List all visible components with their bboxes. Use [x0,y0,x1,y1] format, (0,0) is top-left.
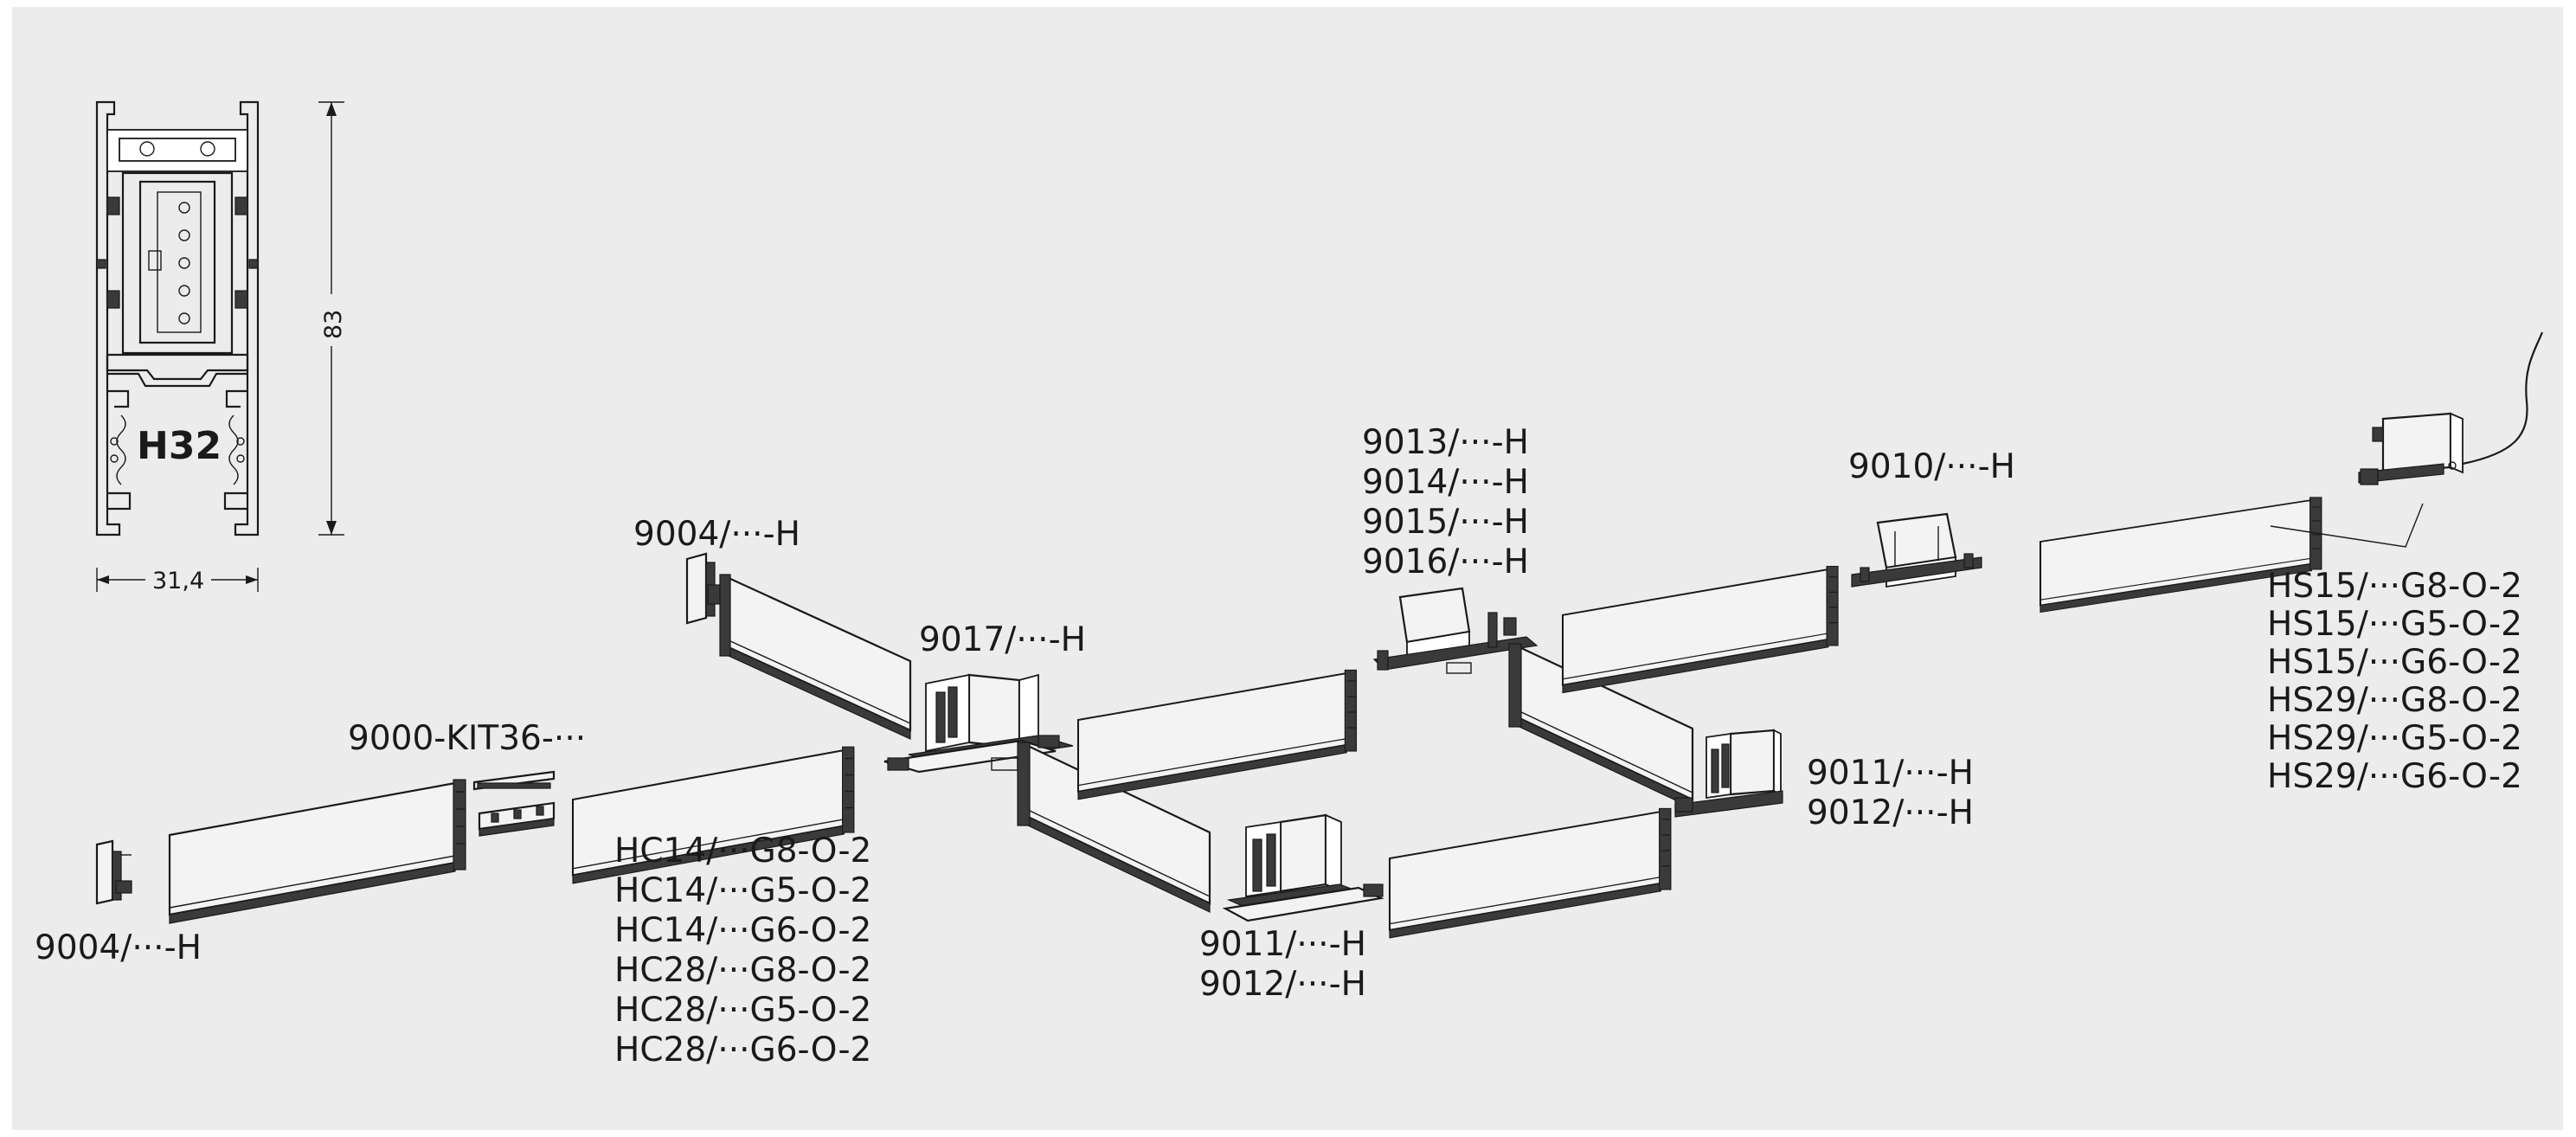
label-t-connectors: 9013/···-H 9014/···-H 9015/···-H 9016/··… [1362,423,1529,581]
label-t-connector-2: 9014/···-H [1362,463,1529,502]
label-tracks: HC14/···G8-O-2 HC14/···G5-O-2 HC14/···G6… [614,832,871,1070]
label-end-cap-bottom: 9004/···-H [35,928,202,967]
width-dimension: 31,4 [96,568,259,594]
corner-connector-bottom [1222,813,1384,922]
label-track-5: HC28/···G5-O-2 [614,991,871,1030]
label-t-connector-1: 9013/···-H [1362,423,1529,462]
end-cap-bottom [95,839,132,905]
label-track-4: HC28/···G8-O-2 [614,951,871,990]
label-t-connector-3: 9015/···-H [1362,503,1529,542]
label-corner-right: 9011/···-H 9012/···-H [1807,754,1974,832]
label-feed-in-1: HS15/···G8-O-2 [2267,567,2522,606]
label-feed-in-4: HS29/···G8-O-2 [2267,681,2522,720]
end-cap-top [685,552,721,625]
label-feed-in-5: HS29/···G5-O-2 [2267,719,2522,758]
label-corner-right-1: 9011/···-H [1807,754,1974,793]
label-feed-in: HS15/···G8-O-2 HS15/···G5-O-2 HS15/···G6… [2267,567,2522,796]
label-corner-right-2: 9012/···-H [1807,793,1974,832]
connector-kit [472,770,556,837]
t-connector [1372,587,1539,674]
feed-in-unit [2358,331,2544,485]
label-t-connector-4: 9016/···-H [1362,543,1529,581]
label-track-3: HC14/···G6-O-2 [614,911,871,950]
profile-name: H32 [137,424,222,468]
profile-cross-section: H32 [95,100,260,536]
width-dimension-label: 31,4 [152,568,204,594]
label-corner-bottom-1: 9011/···-H [1199,925,1366,964]
height-dimension: 83 [318,101,347,536]
track-segment-x-lower [1017,742,1211,913]
track-segment-diagonal-top [719,574,912,740]
feed-in-leader [2270,503,2424,548]
label-feed-in-6: HS29/···G6-O-2 [2267,757,2522,796]
x-connector [883,673,1074,774]
label-end-cap-top: 9004/···-H [633,515,800,554]
label-x-connector: 9017/···-H [919,620,1086,659]
label-straight-connector: 9010/···-H [1848,447,2015,486]
label-connector-kit: 9000-KIT36-··· [348,719,586,758]
label-track-2: HC14/···G5-O-2 [614,871,871,910]
label-feed-in-3: HS15/···G6-O-2 [2267,643,2522,682]
label-corner-bottom: 9011/···-H 9012/···-H [1199,925,1366,1004]
label-track-1: HC14/···G8-O-2 [614,832,871,870]
label-feed-in-2: HS15/···G5-O-2 [2267,605,2522,644]
height-dimension-label: 83 [320,310,347,339]
label-corner-bottom-2: 9012/···-H [1199,965,1366,1004]
label-track-6: HC28/···G6-O-2 [614,1031,871,1070]
diagram-labels: 9004/···-H 9004/···-H 9000-KIT36-··· 901… [35,423,2522,1070]
corner-connector-right [1674,729,1783,818]
